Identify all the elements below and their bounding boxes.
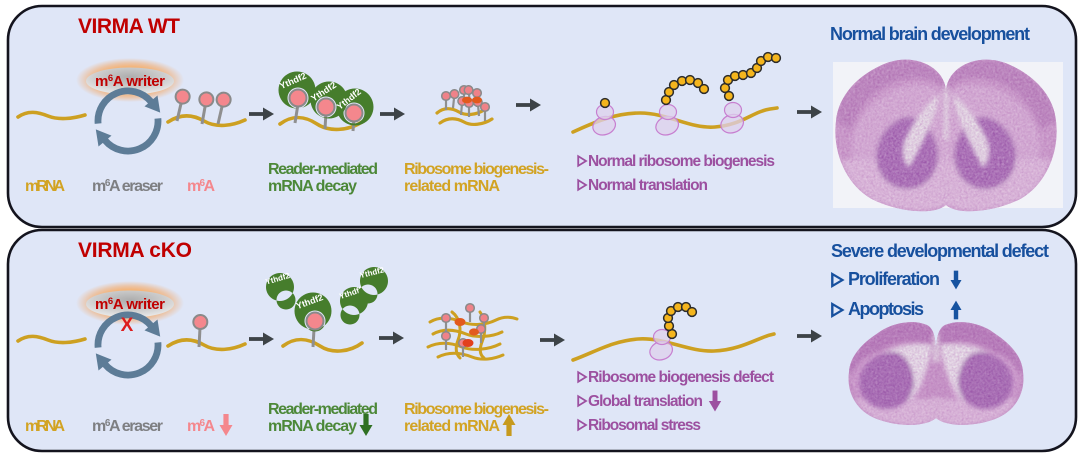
svg-text:m6A: m6A [187, 178, 215, 195]
svg-text:m6A eraser: m6A eraser [92, 178, 163, 195]
svg-text:m6A: m6A [187, 418, 215, 435]
svg-text:mRNA decay: mRNA decay [268, 418, 357, 435]
svg-text:Ribosomal stress: Ribosomal stress [588, 417, 701, 434]
svg-text:Ribosome biogenesis defect: Ribosome biogenesis defect [588, 369, 774, 386]
svg-text:VIRMA cKO: VIRMA cKO [78, 239, 192, 262]
svg-text:VIRMA WT: VIRMA WT [78, 15, 180, 38]
svg-text:Normal translation: Normal translation [588, 177, 708, 194]
svg-text:Reader-mediated: Reader-mediated [268, 401, 378, 418]
svg-text:Normal ribosome biogenesis: Normal ribosome biogenesis [588, 153, 775, 170]
svg-text:Global translation: Global translation [588, 393, 703, 410]
svg-text:Normal brain development: Normal brain development [830, 24, 1030, 44]
svg-text:mRNA decay: mRNA decay [268, 178, 357, 195]
svg-text:mRNA: mRNA [25, 418, 65, 435]
svg-text:Severe developmental defect: Severe developmental defect [831, 241, 1049, 261]
svg-text:m6A eraser: m6A eraser [92, 418, 163, 435]
svg-text:related mRNA: related mRNA [404, 178, 500, 195]
svg-text:related mRNA: related mRNA [404, 418, 500, 435]
svg-text:Proliferation: Proliferation [848, 269, 940, 289]
svg-text:mRNA: mRNA [25, 178, 65, 195]
svg-text:Ribosome biogenesis-: Ribosome biogenesis- [404, 401, 549, 418]
svg-text:Ribosome biogenesis-: Ribosome biogenesis- [404, 161, 549, 178]
svg-text:X: X [121, 315, 134, 336]
svg-text:Apoptosis: Apoptosis [848, 299, 924, 319]
svg-text:Reader-mediated: Reader-mediated [268, 161, 378, 178]
